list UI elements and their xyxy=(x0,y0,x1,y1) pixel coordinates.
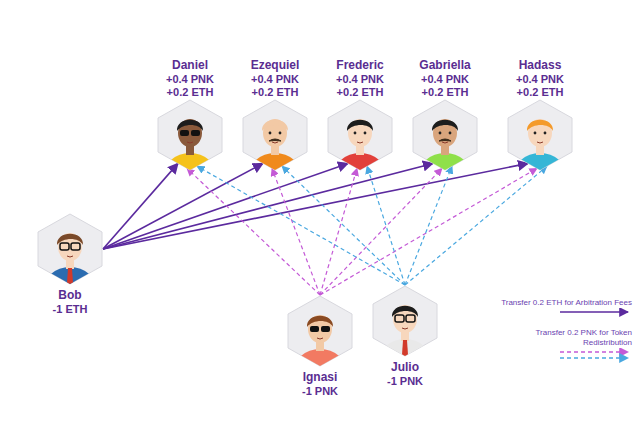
token-amount: +0.4 PNK xyxy=(232,73,318,86)
avatar-hexagon xyxy=(507,99,573,171)
token-amount: +0.4 PNK xyxy=(317,73,403,86)
transfer-arrow xyxy=(103,163,528,249)
token-amount: +0.2 ETH xyxy=(402,86,488,99)
transfer-arrow xyxy=(187,168,320,295)
person-name: Hadass xyxy=(497,58,583,73)
person-name: Julio xyxy=(362,360,448,375)
token-amount: +0.2 ETH xyxy=(232,86,318,99)
legend-sample xyxy=(500,308,632,318)
token-amount: -1 PNK xyxy=(277,385,363,398)
legend-item: Transfer 0.2 PNK for Token Redistributio… xyxy=(500,328,632,364)
token-amount: +0.2 ETH xyxy=(147,86,233,99)
person-name: Frederic xyxy=(317,58,403,73)
transfer-arrow xyxy=(320,168,537,295)
legend-sample xyxy=(500,348,632,364)
person-node: Ezequiel+0.4 PNK+0.2 ETH xyxy=(232,58,318,171)
avatar-hexagon xyxy=(242,99,308,171)
person-node: Julio-1 PNK xyxy=(362,285,448,388)
legend-text: Transfer 0.2 ETH for Arbitration Fees xyxy=(500,298,632,308)
avatar-hexagon xyxy=(37,213,103,285)
transfer-arrow xyxy=(405,166,452,285)
person-node: Gabriella+0.4 PNK+0.2 ETH xyxy=(402,58,488,171)
person-node: Hadass+0.4 PNK+0.2 ETH xyxy=(497,58,583,171)
person-name: Bob xyxy=(27,288,113,303)
transfer-arrow xyxy=(197,166,405,285)
transfer-arrow xyxy=(405,166,547,285)
token-amount: -1 ETH xyxy=(27,303,113,316)
transfer-arrow xyxy=(367,166,405,285)
token-amount: +0.2 ETH xyxy=(317,86,403,99)
avatar-hexagon xyxy=(327,99,393,171)
token-amount: +0.4 PNK xyxy=(147,73,233,86)
token-amount: +0.2 ETH xyxy=(497,86,583,99)
token-amount: +0.4 PNK xyxy=(402,73,488,86)
legend-text: Transfer 0.2 PNK for Token Redistributio… xyxy=(500,328,632,348)
transfer-arrow xyxy=(103,163,263,249)
person-node: Bob-1 ETH xyxy=(27,213,113,316)
avatar-hexagon xyxy=(157,99,223,171)
transfer-arrow xyxy=(320,168,442,295)
transfer-arrow xyxy=(282,166,405,285)
avatar-hexagon xyxy=(287,295,353,367)
avatar-hexagon xyxy=(412,99,478,171)
person-name: Ignasi xyxy=(277,370,363,385)
token-amount: -1 PNK xyxy=(362,375,448,388)
avatar-hexagon xyxy=(372,285,438,357)
person-name: Ezequiel xyxy=(232,58,318,73)
person-node: Daniel+0.4 PNK+0.2 ETH xyxy=(147,58,233,171)
token-amount: +0.4 PNK xyxy=(497,73,583,86)
person-name: Daniel xyxy=(147,58,233,73)
person-name: Gabriella xyxy=(402,58,488,73)
transfer-arrow xyxy=(103,163,348,249)
transfer-arrow xyxy=(103,163,433,249)
person-node: Frederic+0.4 PNK+0.2 ETH xyxy=(317,58,403,171)
person-node: Ignasi-1 PNK xyxy=(277,295,363,398)
legend-item: Transfer 0.2 ETH for Arbitration Fees xyxy=(500,298,632,318)
